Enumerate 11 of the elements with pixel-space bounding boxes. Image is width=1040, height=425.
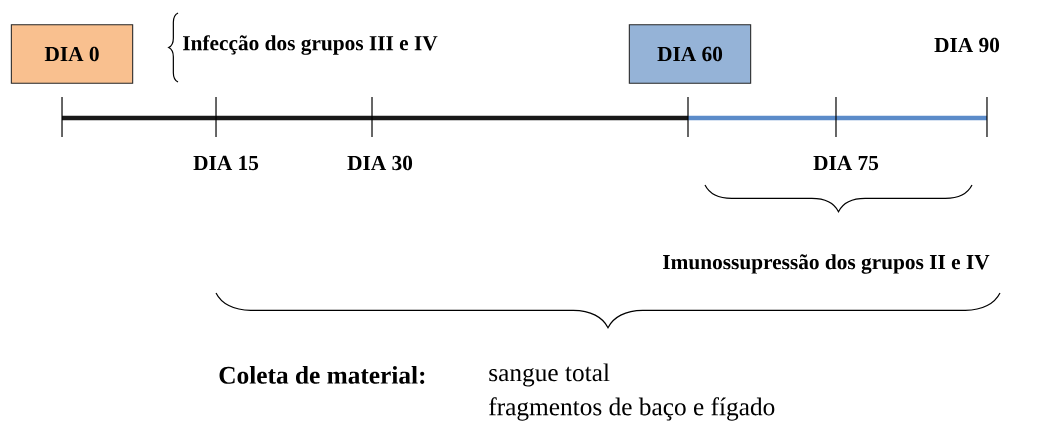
label: Coleta de material:: [219, 366, 425, 384]
label: fragmentos de baço e fígado: [489, 397, 775, 421]
label: DIA 15: [193, 155, 259, 171]
label: DIA 75: [813, 155, 879, 171]
label: sangue total: [489, 363, 610, 387]
day-box: DIA 0: [10, 24, 134, 84]
label: Imunossupressão dos grupos II e IV: [663, 254, 990, 274]
label: DIA 90: [934, 37, 1000, 53]
day-box: DIA 60: [628, 24, 752, 84]
label: Infecção dos grupos III e IV: [183, 35, 438, 55]
label: DIA 30: [347, 155, 413, 171]
